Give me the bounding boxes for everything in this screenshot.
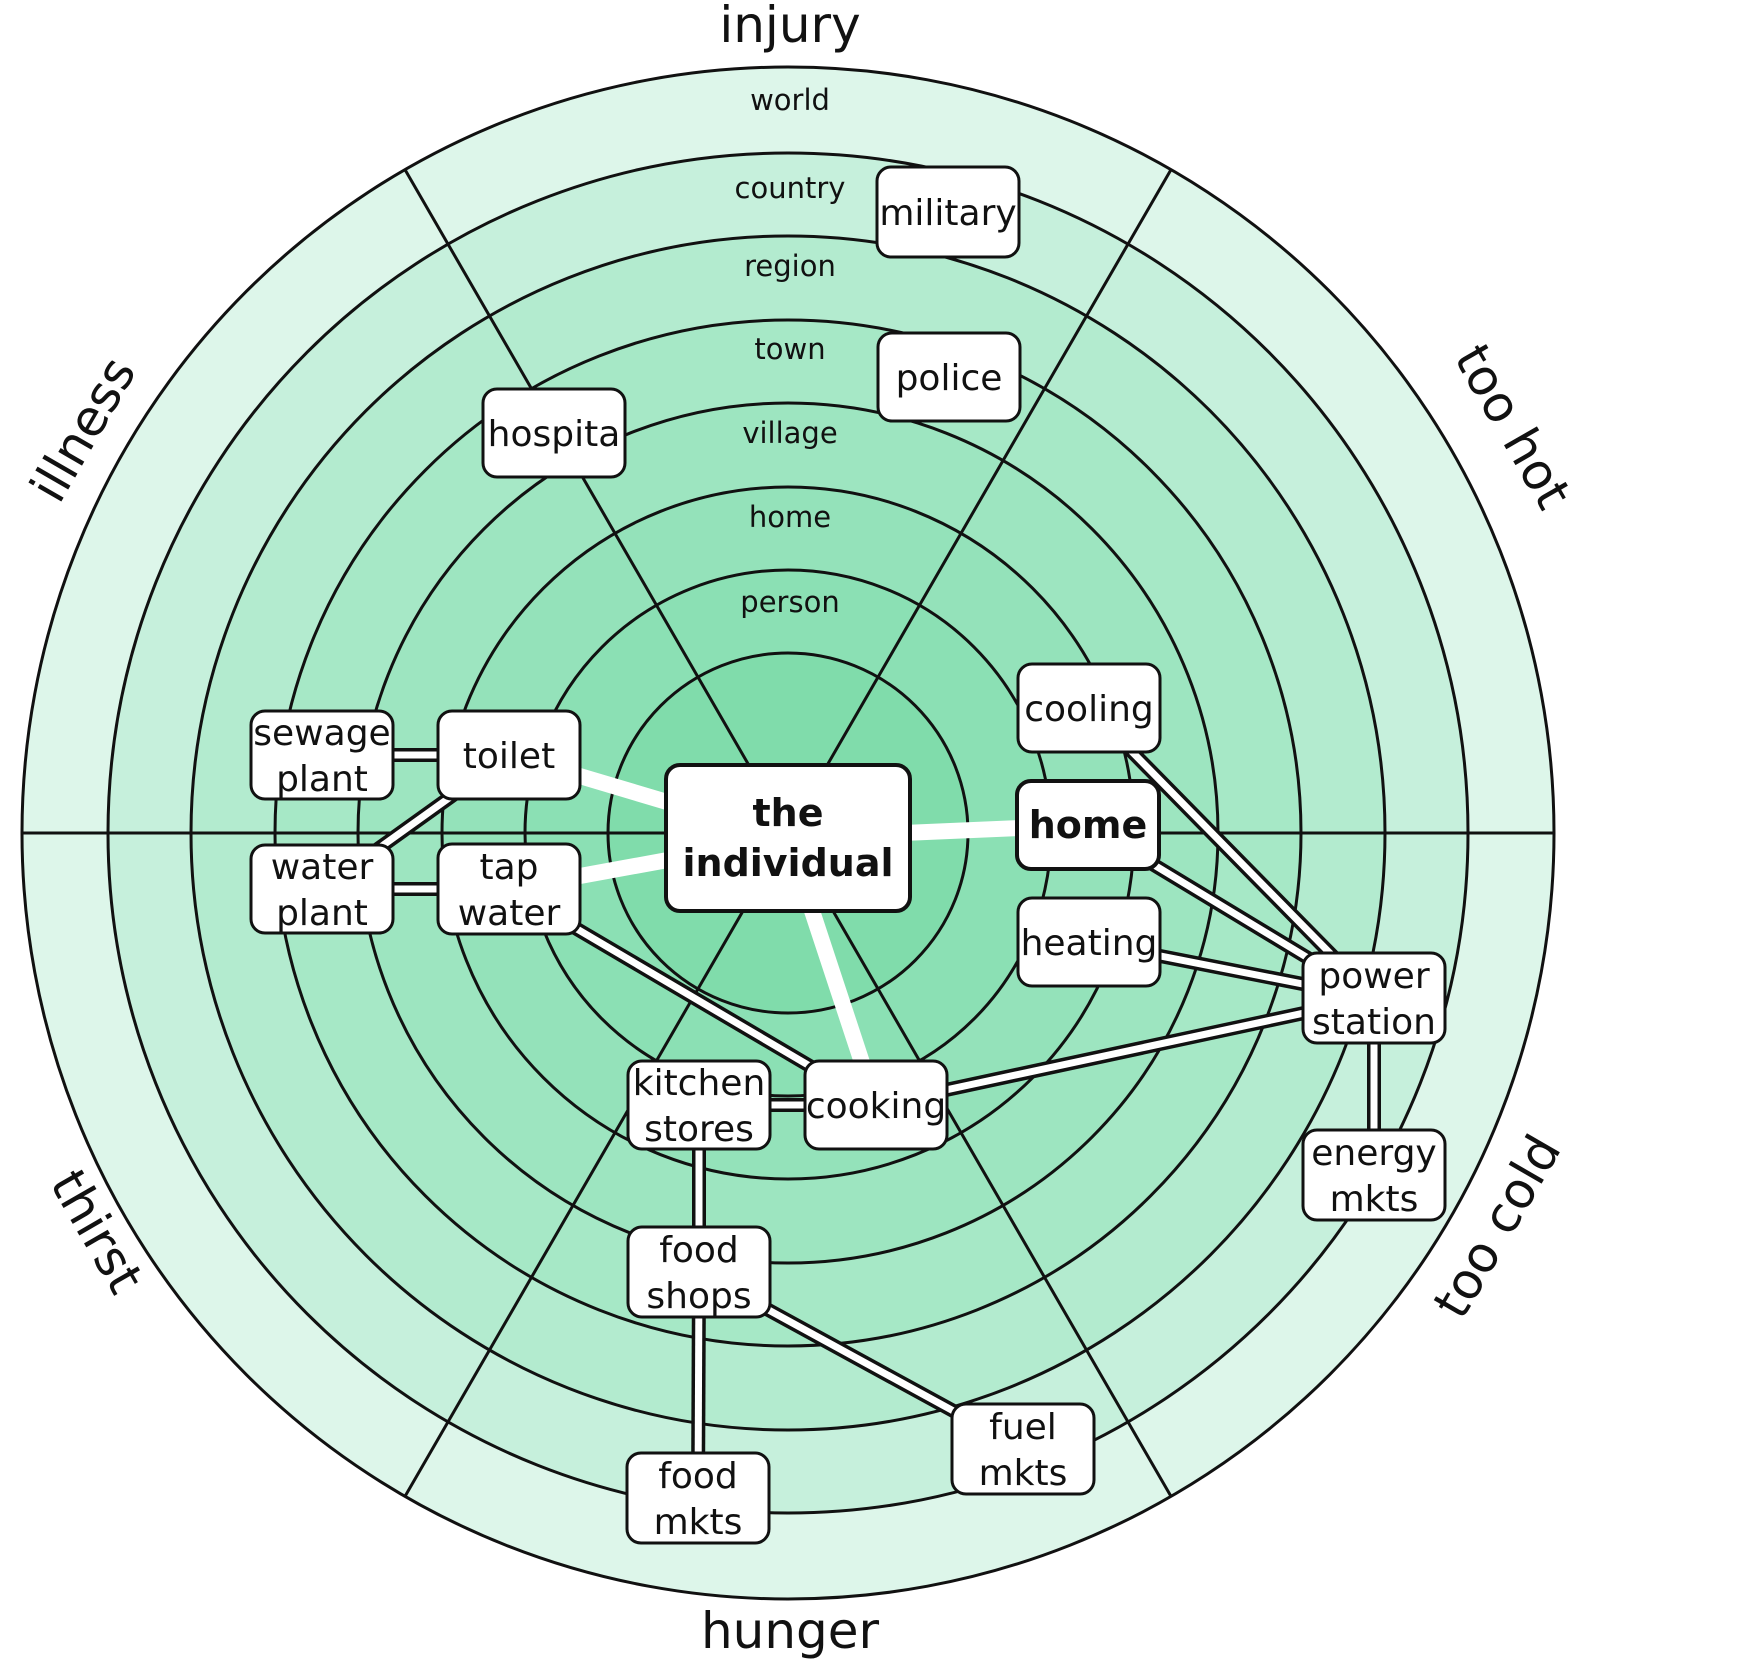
ring-label-country: country	[735, 171, 846, 205]
node-water-plant: water plant	[249, 843, 395, 935]
node-food-mkts: food mkts	[625, 1451, 771, 1545]
ring-labels: world country region town village home p…	[735, 83, 846, 619]
node-label: toilet	[463, 736, 555, 777]
node-label: water	[271, 847, 374, 888]
node-box	[481, 387, 627, 479]
node-label: individual	[682, 841, 893, 885]
node-label: plant	[276, 759, 368, 800]
node-label: shops	[646, 1276, 751, 1317]
node-box	[875, 165, 1021, 259]
node-label: cooking	[806, 1086, 946, 1127]
node-label: hospita	[488, 414, 621, 455]
node-box	[249, 843, 395, 935]
node-box	[1016, 662, 1162, 754]
ring-label-home: home	[749, 500, 831, 534]
node-toilet: toilet	[436, 709, 582, 801]
node-box	[436, 842, 582, 936]
node-box	[664, 763, 912, 913]
link-cooking-to-power-station	[874, 991, 1376, 1112]
node-label: food	[658, 1456, 738, 1497]
node-box	[625, 1451, 771, 1545]
node-box	[1301, 1128, 1447, 1222]
node-the-individual: the individual	[664, 763, 912, 913]
nodes: the individual home cooling heating power stat…	[249, 165, 1447, 1545]
node-cooking: cooking	[803, 1059, 949, 1151]
node-sewage-plant: sewage plant	[249, 709, 395, 801]
node-label: power	[1318, 956, 1429, 997]
node-label: station	[1312, 1002, 1436, 1043]
node-label: military	[879, 193, 1016, 234]
node-police: police	[876, 331, 1022, 423]
node-energy-mkts: energy mkts	[1301, 1128, 1447, 1222]
ring-label-region: region	[744, 249, 836, 283]
node-box	[876, 331, 1022, 423]
link-cooling-to-power-station	[1084, 703, 1379, 1003]
node-label: sewage	[253, 713, 390, 754]
node-hospital: hospita	[481, 387, 627, 479]
node-box	[803, 1059, 949, 1151]
node-box	[626, 1059, 772, 1151]
node-box	[436, 709, 582, 801]
node-label: the	[753, 791, 824, 835]
node-label: heating	[1021, 923, 1158, 964]
sector-label-injury: injury	[719, 0, 860, 54]
node-label: mkts	[654, 1502, 743, 1543]
node-box	[1301, 951, 1447, 1045]
node-label: home	[1029, 803, 1148, 847]
node-power-station: power station	[1301, 951, 1447, 1045]
node-tap-water: tap water	[436, 842, 582, 936]
node-label: kitchen	[633, 1063, 766, 1104]
ring-label-world: world	[750, 83, 830, 117]
node-label: energy	[1311, 1133, 1436, 1174]
node-label: stores	[644, 1109, 754, 1150]
node-heating: heating	[1016, 896, 1162, 988]
node-box	[1015, 779, 1161, 871]
node-box	[249, 709, 395, 801]
node-label: tap	[479, 847, 538, 888]
node-military: military	[875, 165, 1021, 259]
node-home: home	[1015, 779, 1161, 871]
ring-label-village: village	[742, 416, 837, 450]
node-label: fuel	[989, 1407, 1057, 1448]
ring-label-town: town	[754, 332, 825, 366]
node-food-shops: food shops	[626, 1225, 772, 1319]
ring-label-person: person	[740, 585, 839, 619]
node-label: plant	[276, 893, 368, 934]
node-label: mkts	[979, 1453, 1068, 1494]
node-fuel-mkts: fuel mkts	[950, 1402, 1096, 1496]
node-label: water	[458, 893, 561, 934]
sector-label-hunger: hunger	[701, 1602, 880, 1660]
node-box	[950, 1402, 1096, 1496]
node-box	[626, 1225, 772, 1319]
node-label: police	[896, 358, 1003, 399]
node-cooling: cooling	[1016, 662, 1162, 754]
node-box	[1016, 896, 1162, 988]
node-label: mkts	[1330, 1179, 1419, 1220]
node-label: food	[659, 1230, 739, 1271]
node-label: cooling	[1024, 689, 1154, 730]
node-kitchen-stores: kitchen stores	[626, 1059, 772, 1151]
